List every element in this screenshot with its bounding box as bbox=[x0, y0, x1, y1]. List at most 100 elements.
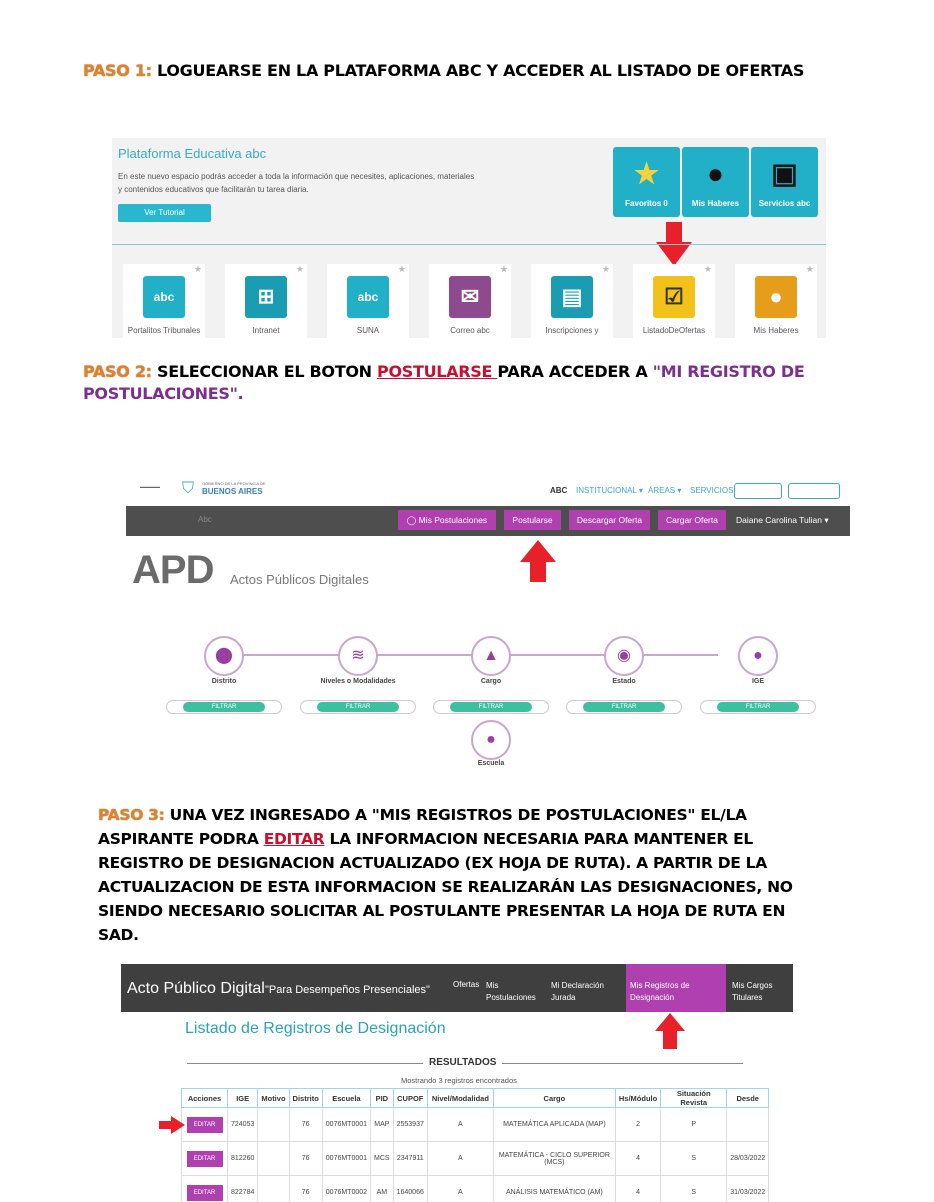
favorite-star-icon[interactable]: ★ bbox=[193, 264, 202, 274]
app-listado-ofertas[interactable]: ★ ☑ ListadoDeOfertas bbox=[633, 264, 715, 338]
step3-heading: PASO 3: UNA VEZ INGRESADO A "MIS REGISTR… bbox=[98, 803, 828, 947]
col-ige: IGE bbox=[226, 1088, 259, 1108]
red-arrow-down-icon bbox=[656, 222, 692, 266]
descargar-oferta-button[interactable]: Descargar Oferta bbox=[569, 510, 650, 530]
nav-ofertas[interactable]: Ofertas bbox=[453, 980, 480, 989]
favorite-star-icon[interactable]: ★ bbox=[601, 264, 610, 274]
cell-cargo: MATEMÁTICA - CICLO SUPERIOR (MCS) bbox=[492, 1141, 616, 1176]
table-header-row: Acciones IGE Motivo Distrito Escuela PID… bbox=[181, 1088, 770, 1108]
app-intranet[interactable]: ★ ⊞ Intranet bbox=[225, 264, 307, 338]
cell-nivel: A bbox=[426, 1107, 494, 1142]
piggy-bank-icon: ● bbox=[755, 276, 797, 318]
apd-topbar: ▬▬▬▬▬ ⛉ GOBIERNO DE LA PROVINCIA DE BUEN… bbox=[126, 476, 850, 506]
mis-postulaciones-button[interactable]: ◯ Mis Postulaciones bbox=[398, 510, 496, 530]
actions-cell: EDITAR bbox=[181, 1107, 228, 1142]
cell-ige: 822784 bbox=[226, 1175, 259, 1202]
filter-label: Distrito bbox=[211, 678, 237, 685]
nav-mis-postulaciones[interactable]: Mis Postulaciones bbox=[486, 981, 536, 1002]
postularse-button[interactable]: Postularse bbox=[504, 510, 561, 530]
cargar-oferta-button[interactable]: Cargar Oferta bbox=[658, 510, 726, 530]
app-suna[interactable]: ★ abc SUNA bbox=[327, 264, 409, 338]
apd3-title: Acto Público Digital bbox=[127, 980, 265, 997]
filter-button[interactable]: FILTRAR bbox=[166, 700, 282, 714]
step2-quoted: "MI REGISTRO DE POSTULACIONES". bbox=[83, 362, 805, 403]
step1-label: PASO 1: bbox=[83, 61, 152, 80]
step2-highlight: POSTULARSE bbox=[377, 362, 498, 381]
nav-abc[interactable]: ABC bbox=[550, 486, 568, 495]
red-arrow-right-icon bbox=[159, 1116, 185, 1134]
step3-label: PASO 3: bbox=[98, 806, 165, 824]
nav-areas[interactable]: ÁREAS ▾ bbox=[648, 486, 682, 495]
edit-button[interactable]: EDITAR bbox=[186, 1116, 223, 1133]
edit-button[interactable]: EDITAR bbox=[186, 1184, 223, 1201]
cell-motivo bbox=[257, 1141, 290, 1176]
user-menu[interactable]: Daiane Carolina Tulian ▾ bbox=[736, 515, 829, 525]
filter-label: IGE bbox=[751, 678, 765, 685]
step3-text: UNA VEZ INGRESADO A "MIS REGISTROS DE PO… bbox=[98, 806, 747, 848]
favorite-star-icon[interactable]: ★ bbox=[703, 264, 712, 274]
cell-distrito: 76 bbox=[288, 1107, 323, 1142]
cell-desde: 31/03/2022 bbox=[726, 1175, 770, 1202]
app-label: Portalitos Tribunales bbox=[127, 326, 201, 335]
gov-line1: GOBIERNO DE LA PROVINCIA DE bbox=[202, 481, 266, 486]
step2-text: SELECCIONAR EL BOTON bbox=[151, 362, 378, 381]
step1-heading: PASO 1: LOGUEARSE EN LA PLATAFORMA ABC Y… bbox=[83, 60, 863, 82]
nav-mis-registros-tab[interactable]: Mis Registros de Designación bbox=[626, 964, 726, 1012]
col-motivo: Motivo bbox=[257, 1088, 290, 1108]
col-distrito: Distrito bbox=[288, 1088, 323, 1108]
abc-doc-icon: abc bbox=[347, 276, 389, 318]
cell-nivel: A bbox=[426, 1141, 494, 1176]
app-portalitos[interactable]: ★ abc Portalitos Tribunales bbox=[123, 264, 205, 338]
nav-mi-declaracion-jurada[interactable]: Mi Declaración Jurada bbox=[551, 981, 604, 1002]
apd-logo: APD bbox=[132, 548, 214, 592]
step2-heading: PASO 2: SELECCIONAR EL BOTON POSTULARSE … bbox=[83, 361, 843, 405]
nav-institucional[interactable]: INSTITUCIONAL ▾ bbox=[576, 486, 643, 495]
favorite-star-icon[interactable]: ★ bbox=[499, 264, 508, 274]
school-user-icon: ● bbox=[471, 720, 511, 760]
nav-servicios[interactable]: SERVICIOS bbox=[690, 486, 734, 495]
form-icon: ▤ bbox=[551, 276, 593, 318]
cell-distrito: 76 bbox=[288, 1175, 323, 1202]
browser-icon: ▣ bbox=[771, 158, 798, 189]
favorites-tile[interactable]: ★ Favoritos 0 bbox=[613, 147, 680, 217]
app-correo[interactable]: ★ ✉ Correo abc bbox=[429, 264, 511, 338]
app-label: ListadoDeOfertas bbox=[642, 326, 706, 335]
cell-cupof: 1640066 bbox=[392, 1175, 428, 1202]
app-mis-haberes[interactable]: ★ ● Mis Haberes bbox=[735, 264, 817, 338]
abc-platform-screenshot: Plataforma Educativa abc En este nuevo e… bbox=[112, 138, 826, 338]
favorite-star-icon[interactable]: ★ bbox=[397, 264, 406, 274]
tile-label: Mis Haberes bbox=[691, 199, 740, 208]
favorite-star-icon[interactable]: ★ bbox=[295, 264, 304, 274]
nav-mis-cargos-titulares[interactable]: Mis Cargos Titulares bbox=[732, 981, 773, 1002]
cell-ige: 812260 bbox=[226, 1141, 259, 1176]
estudiante-logo[interactable] bbox=[734, 483, 782, 499]
filter-button[interactable]: FILTRAR bbox=[566, 700, 682, 714]
filter-button[interactable]: FILTRAR bbox=[700, 700, 816, 714]
step2-text2: PARA ACCEDER A bbox=[497, 362, 653, 381]
filter-button[interactable]: FILTRAR bbox=[300, 700, 416, 714]
network-icon: ⊞ bbox=[245, 276, 287, 318]
results-heading: RESULTADOS bbox=[423, 1057, 503, 1068]
filter-button[interactable]: FILTRAR bbox=[433, 700, 549, 714]
edit-button[interactable]: EDITAR bbox=[186, 1150, 223, 1167]
app-label: Correo abc bbox=[450, 326, 490, 335]
haberes-tile[interactable]: ● Mis Haberes bbox=[682, 147, 749, 217]
usuarios-logo[interactable] bbox=[788, 483, 840, 499]
filter-button-label: FILTRAR bbox=[450, 702, 532, 712]
app-inscripciones[interactable]: ★ ▤ Inscripciones y bbox=[531, 264, 613, 338]
apd3-subtitle: "Para Desempeños Presenciales" bbox=[265, 984, 430, 996]
step1-text: LOGUEARSE EN LA PLATAFORMA ABC Y ACCEDER… bbox=[151, 61, 805, 80]
filter-button-label: FILTRAR bbox=[183, 702, 265, 712]
cell-hs: 2 bbox=[614, 1107, 662, 1142]
tutorial-button[interactable]: Ver Tutorial bbox=[118, 204, 211, 222]
cell-situacion: P bbox=[660, 1107, 728, 1142]
cell-hs: 4 bbox=[614, 1141, 662, 1176]
filter-button-label: FILTRAR bbox=[317, 702, 399, 712]
list-title: Listado de Registros de Designación bbox=[185, 1020, 446, 1037]
servicios-tile[interactable]: ▣ Servicios abc bbox=[751, 147, 818, 217]
step3-text2: LA INFORMACION NECESARIA PARA MANTENER E… bbox=[98, 830, 793, 944]
cell-motivo bbox=[257, 1175, 290, 1202]
favorite-star-icon[interactable]: ★ bbox=[805, 264, 814, 274]
apd-subtitle: Actos Públicos Digitales bbox=[230, 572, 369, 587]
